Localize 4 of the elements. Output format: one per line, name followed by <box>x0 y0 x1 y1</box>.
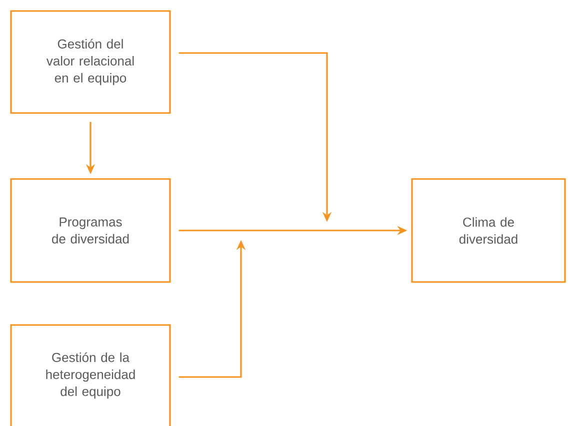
process-box: Programas de diversidad <box>10 178 171 283</box>
process-box: Gestión de la heterogeneidad del equipo <box>10 324 171 426</box>
process-box: Clima de diversidad <box>411 178 566 283</box>
process-box: Gestión del valor relacional en el equipo <box>10 10 171 114</box>
